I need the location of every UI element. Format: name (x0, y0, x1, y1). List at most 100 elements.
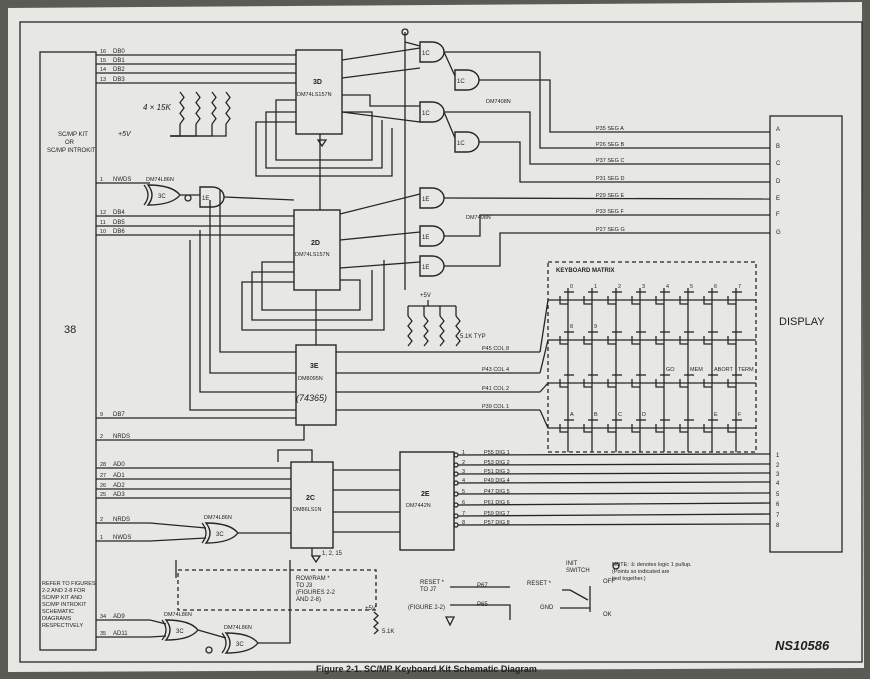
key-label: E (714, 412, 718, 418)
col-resistor (455, 315, 461, 347)
wire (443, 197, 771, 200)
wire (341, 111, 421, 123)
row-ram-line: (FIGURES 2-2 (296, 590, 336, 596)
and-gate-1c (454, 69, 480, 91)
display-pin-top: G (776, 230, 781, 236)
key-label: 8 (570, 324, 573, 330)
xor-gate-2-part: DM74L86N (204, 515, 232, 521)
signal-name: DB3 (113, 77, 125, 83)
and-gate-1c-label: 1C (457, 79, 465, 85)
wire (444, 232, 770, 267)
digit-name: P61 DIG 6 (484, 500, 510, 506)
key-switch (631, 336, 640, 345)
wire (149, 522, 207, 529)
plus5v-mid: +5V (420, 293, 431, 299)
signal-pin: 14 (100, 67, 106, 73)
ground-symbol (444, 616, 456, 627)
wire (219, 190, 296, 353)
xor-gate-1-part: DM74L86N (146, 177, 174, 183)
key-switch (703, 424, 712, 433)
col-resistor (423, 315, 429, 347)
connector-note-2: OR (65, 140, 75, 146)
reset-note: RESET *TO J7 (420, 580, 445, 593)
and-gate-1e-left-label: 1E (202, 196, 209, 202)
resistor-note: 4 × 15K (143, 103, 171, 112)
wire (197, 629, 227, 639)
key-switch (679, 379, 688, 388)
refer-note-line: SCHEMATIC (42, 609, 74, 615)
pullup-resistor (211, 91, 217, 125)
display-pin-top: F (776, 212, 780, 218)
key-label: D (642, 412, 646, 418)
xor-gate-1-label: 3C (158, 194, 166, 200)
segment-name: P37 SEG C (596, 158, 624, 164)
init-switch-line: SWITCH (566, 568, 590, 574)
key-label: 3 (642, 284, 645, 290)
digit-name: P51 DIG 3 (484, 469, 510, 475)
key-label: 7 (738, 284, 741, 290)
ground-3d (316, 139, 328, 148)
signal-name: DB4 (113, 210, 125, 216)
and-gate-1c-label: 1C (422, 111, 430, 117)
display-pin-bottom: 5 (776, 492, 780, 498)
wires (149, 28, 771, 654)
loop (251, 270, 373, 321)
wire (443, 51, 456, 77)
pullup-marker (205, 646, 213, 654)
col-resistor (439, 315, 445, 347)
key-label: A (570, 412, 574, 418)
row-ram-line: TO J3 (296, 583, 313, 589)
key-label: GO (666, 367, 675, 373)
xor-gate-1 (146, 184, 181, 206)
digit-wire (457, 502, 771, 506)
res-wire (170, 124, 227, 137)
key-label: B (594, 412, 598, 418)
connector-38 (39, 51, 97, 651)
and-gate-1e (419, 225, 445, 247)
signal-pin: 10 (100, 229, 106, 235)
reset-label: RESET * (527, 581, 552, 587)
connector-note: SC/MP KIT OR SC/MP INTROKIT (47, 132, 96, 154)
digit-pin-num: 3 (462, 469, 465, 475)
wire (339, 261, 421, 269)
wire (404, 41, 421, 47)
column-name: P45 COL 8 (482, 346, 509, 352)
signal-pin: 16 (100, 49, 106, 55)
signal-pin: 2 (100, 434, 103, 440)
wire (223, 196, 295, 201)
loop (255, 121, 393, 177)
wire (199, 230, 296, 393)
wire (150, 425, 305, 441)
key-switch (559, 336, 568, 345)
wire (258, 560, 291, 644)
key-label: 5 (690, 284, 693, 290)
refer-note-line: RESPECTIVELY (42, 623, 83, 629)
part-bottom: DM7408N (466, 215, 491, 221)
wire (341, 67, 421, 79)
refer-note-line: SC/MP INTROKIT (42, 602, 87, 608)
signal-name: AD0 (113, 462, 125, 468)
digit-wire (457, 481, 771, 484)
digit-name: P53 DIG 2 (484, 460, 510, 466)
part-top: DM7408N (486, 99, 511, 105)
bottom-res: 5.1K (382, 629, 394, 635)
xor-gate-2-label: 3C (216, 532, 224, 538)
matrix-row (539, 339, 756, 374)
chip-2E (399, 451, 455, 551)
digit-name: P47 DIG 5 (484, 489, 510, 495)
key-label: 0 (570, 284, 573, 290)
digit-pin-num: 6 (462, 500, 465, 506)
wire (339, 193, 421, 215)
display-pin-top: B (776, 144, 780, 150)
key-switch (679, 296, 688, 305)
wire (443, 111, 456, 139)
logic-gates: 1C1C1C1C1E1E1E1EDM7408NDM7408N3CDM74L86N… (143, 41, 511, 654)
xor-gate-1-back (143, 184, 149, 206)
signal-pin: 1 (100, 535, 103, 541)
and-gate-1e (419, 187, 445, 209)
row-ram-box (177, 569, 377, 611)
